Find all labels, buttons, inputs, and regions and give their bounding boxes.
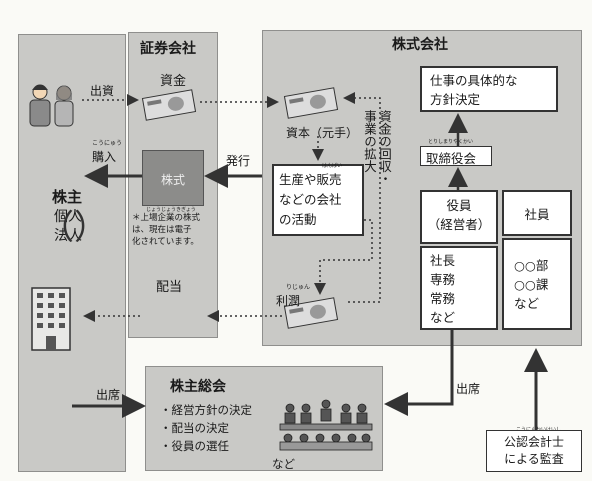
meeting-item-3: ・役員の選任 <box>160 439 229 453</box>
board-ruby: とりしまりやくかい <box>428 139 474 145</box>
shareholder-paren: （ 個人 法人 ） <box>40 208 108 248</box>
meeting-item-1: ・経営方針の決定 <box>160 403 252 417</box>
officers-box: 役員 （経営者） <box>420 190 498 244</box>
shareholder-title: 株主 <box>52 188 83 206</box>
buy-ruby: こうにゅう <box>92 140 123 147</box>
audit-box: 公認会計士 による監査 <box>486 430 582 472</box>
stock-note: ＊上場企業の株式 は、現在は電子 化されています。 <box>132 213 201 247</box>
securities-title: 証券会社 <box>140 41 196 57</box>
activity-ruby: はんばい <box>322 163 343 169</box>
money-icon-capital <box>283 87 339 119</box>
activity-box: 生産や販売 などの会社 の活動 <box>272 164 364 236</box>
meeting-illustration <box>279 399 373 451</box>
money-icon-funds <box>141 89 197 121</box>
dividend-label: 配当 <box>156 280 183 295</box>
profit-ruby: りじゅん <box>286 284 311 291</box>
money-icon-profit <box>283 297 339 329</box>
meeting-item-2: ・配当の決定 <box>160 421 229 435</box>
meeting-etc: など <box>272 457 295 471</box>
officer-list-box: 社長 専務 常務 など <box>420 246 498 330</box>
issue-label: 発行 <box>226 154 251 168</box>
building-icon <box>31 287 71 351</box>
attend-left-label: 出席 <box>96 388 121 402</box>
stock-note-ruby: じょうじょうきぎょう <box>146 207 196 213</box>
invest-label: 出資 <box>90 84 115 98</box>
capital-label: 資本（元手） <box>286 126 359 140</box>
meeting-title: 株主総会 <box>170 379 226 395</box>
people-icon <box>29 84 74 127</box>
staff-box: 社員 <box>502 190 572 236</box>
buy-label: 購入 <box>92 150 117 164</box>
attend-right-label: 出席 <box>456 382 481 396</box>
stock-certificate: 株式 <box>142 150 204 206</box>
board-box: 取締役会 <box>420 146 492 166</box>
policy-box: 仕事の具体的な 方針決定 <box>420 66 558 112</box>
company-title: 株式会社 <box>392 37 448 53</box>
funds-label: 資金 <box>160 74 187 89</box>
staff-list-box: ○○部 ○○課 など <box>502 238 572 330</box>
profit-label: 利潤 <box>276 294 301 308</box>
